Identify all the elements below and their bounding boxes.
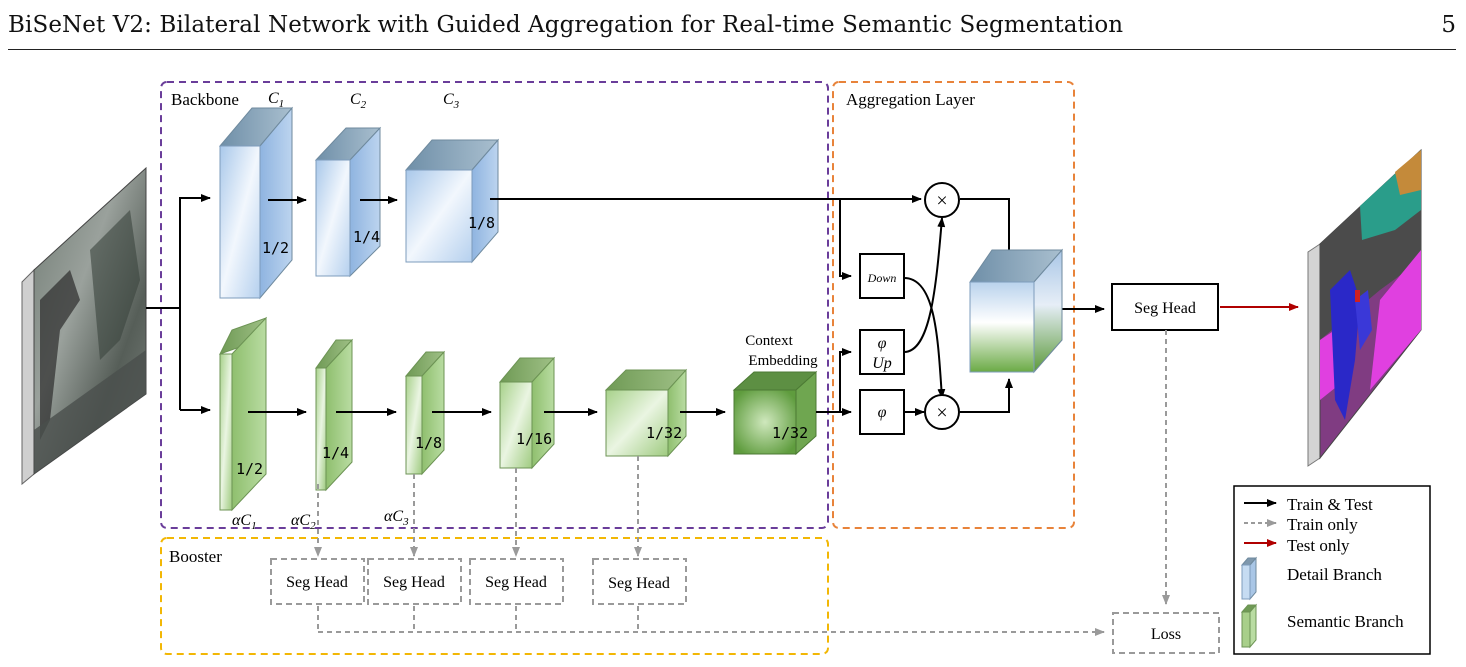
loss-box: [1112, 612, 1220, 654]
semantic-stage-1: [218, 316, 268, 512]
context-embedding-label-1: Context: [745, 333, 793, 349]
phi-box: [859, 389, 905, 435]
booster-seg-head-1-label: Seg Head: [286, 574, 348, 591]
multiply-bottom-label: ×: [936, 402, 947, 424]
seg-head-main-label: Seg Head: [1134, 300, 1196, 317]
output-segmentation: [1307, 148, 1422, 467]
down-label: Down: [867, 271, 897, 285]
detail-res-3: 1/8: [468, 214, 495, 232]
detail-stage-1: [218, 106, 294, 300]
page-number: 5: [1441, 12, 1456, 38]
aggregation-region: [832, 81, 1075, 529]
loss-label: Loss: [1151, 626, 1181, 643]
legend-test-only: Test only: [1287, 536, 1350, 555]
multiply-top-icon: [924, 182, 960, 218]
context-embedding-res: 1/32: [772, 424, 808, 442]
booster-seg-head-4: [592, 558, 687, 605]
legend-detail-branch: Detail Branch: [1287, 565, 1382, 584]
input-image: [21, 166, 147, 486]
detail-res-2: 1/4: [353, 228, 380, 246]
semantic-res-4: 1/16: [516, 430, 552, 448]
backbone-region: [160, 81, 829, 529]
context-embedding-label-2: Embedding: [748, 353, 818, 369]
c2-label: C2: [350, 91, 367, 111]
legend-detail-swatch: [1240, 556, 1258, 601]
semantic-res-1: 1/2: [236, 460, 263, 478]
legend-train-only: Train only: [1287, 515, 1358, 534]
phi-up-label-phi: φ: [878, 335, 887, 352]
detail-stage-3: [404, 138, 500, 264]
booster-seg-head-2-label: Seg Head: [383, 574, 445, 591]
phi-up-box: [859, 329, 905, 375]
paper-title: BiSeNet V2: Bilateral Network with Guide…: [8, 12, 1124, 38]
booster-seg-head-1: [270, 558, 365, 605]
semantic-res-5: 1/32: [646, 424, 682, 442]
ac1-label: αC1: [232, 512, 257, 532]
semantic-res-3: 1/8: [415, 434, 442, 452]
booster-seg-head-3-label: Seg Head: [485, 574, 547, 591]
ac2-label: αC2: [291, 512, 316, 532]
c1-label: C1: [268, 90, 284, 110]
page-header: BiSeNet V2: Bilateral Network with Guide…: [8, 10, 1456, 40]
semantic-stage-5: [604, 368, 688, 458]
phi-up-label-up: Up: [872, 355, 892, 372]
detail-res-1: 1/2: [262, 239, 289, 257]
booster-seg-head-4-label: Seg Head: [608, 575, 670, 592]
booster-seg-head-3: [469, 558, 564, 605]
detail-stage-2: [314, 126, 382, 278]
legend-semantic-swatch: [1240, 603, 1258, 649]
booster-region: [160, 537, 829, 655]
booster-label: Booster: [169, 547, 222, 566]
context-embedding-block: [732, 370, 818, 456]
semantic-stage-4: [498, 356, 556, 470]
aggregated-feature: [969, 248, 1064, 374]
backbone-label: Backbone: [171, 90, 239, 109]
aggregation-label: Aggregation Layer: [846, 90, 975, 109]
booster-seg-head-2: [367, 558, 462, 605]
ac3-label: αC3: [384, 508, 409, 528]
semantic-stage-2: [315, 338, 354, 492]
legend: Train & Test Train only Test only Detail…: [1233, 485, 1431, 655]
down-box: [859, 253, 905, 299]
seg-head-main: [1111, 283, 1219, 331]
c3-label: C3: [443, 91, 460, 111]
phi-label: φ: [878, 404, 887, 421]
legend-train-test: Train & Test: [1287, 495, 1373, 514]
multiply-top-label: ×: [936, 190, 947, 212]
semantic-res-2: 1/4: [322, 444, 349, 462]
legend-semantic-branch: Semantic Branch: [1287, 612, 1404, 631]
multiply-bottom-icon: [924, 394, 960, 430]
train-only-arrows: [314, 330, 1170, 636]
header-rule: [8, 49, 1456, 50]
